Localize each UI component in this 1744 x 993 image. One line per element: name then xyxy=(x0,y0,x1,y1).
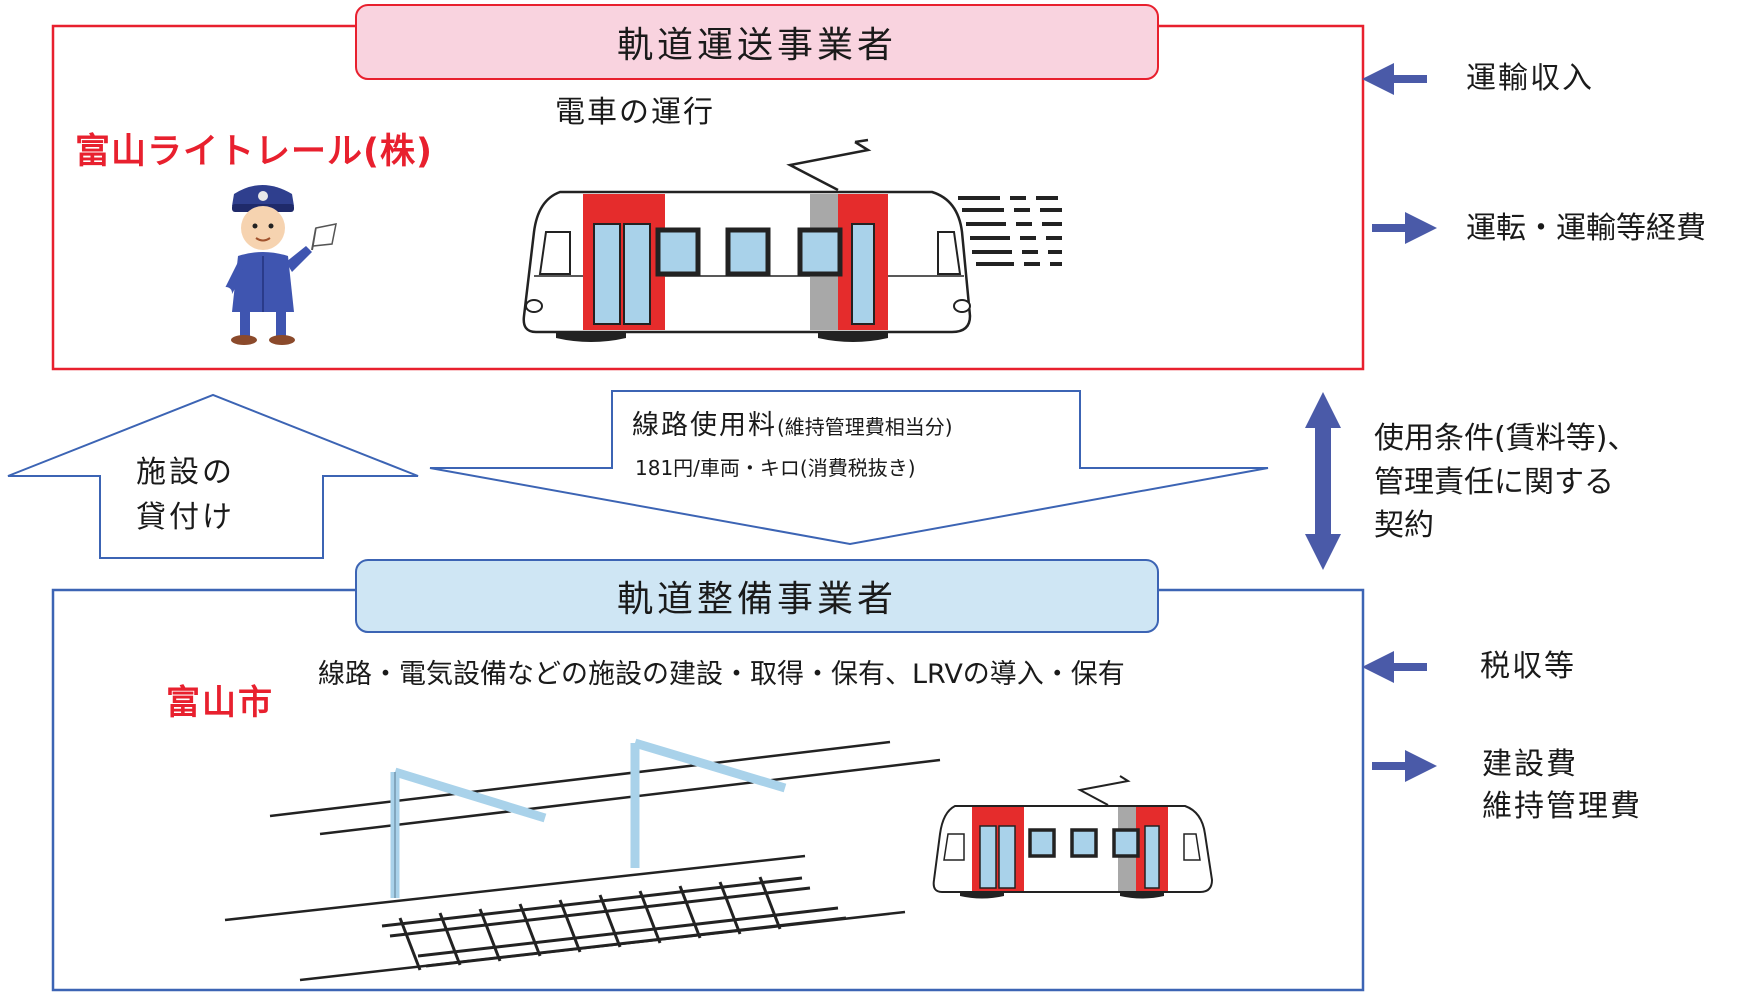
tram-small xyxy=(932,775,1214,899)
top-expense-label: 運転・運輸等経費 xyxy=(1466,211,1706,246)
fee-label: 線路使用料(維持管理費相当分) xyxy=(632,412,953,439)
bottom-section-header: 軌道整備事業者 xyxy=(616,579,897,620)
lease-label-line1: 施設の xyxy=(136,455,235,490)
top-activity-label: 電車の運行 xyxy=(555,95,715,130)
conductor-illustration xyxy=(220,185,337,345)
bottom-expense-label-1: 建設費 xyxy=(1482,747,1578,782)
bottom-header-box xyxy=(355,559,1159,633)
top-header-box xyxy=(355,4,1159,80)
contract-double-arrow xyxy=(1305,392,1341,570)
fee-down-arrow xyxy=(429,390,1269,546)
top-company-name: 富山ライトレール(株) xyxy=(75,132,433,172)
bottom-activity-label: 線路・電気設備などの施設の建設・取得・保有、LRVの導入・保有 xyxy=(318,659,1125,690)
contract-line2: 管理責任に関する xyxy=(1374,465,1614,500)
contract-line1: 使用条件(賃料等)、 xyxy=(1374,421,1638,456)
track-illustration xyxy=(224,738,941,982)
fee-label-main: 線路使用料 xyxy=(632,410,777,441)
bottom-income-label: 税収等 xyxy=(1480,649,1576,684)
bottom-company-name: 富山市 xyxy=(166,683,274,723)
fee-label-note: (維持管理費相当分) xyxy=(777,415,953,439)
fee-rate: 181円/車両・キロ(消費税抜き) xyxy=(635,456,916,480)
top-section-header: 軌道運送事業者 xyxy=(616,25,897,66)
lease-up-arrow xyxy=(7,393,419,559)
bottom-section-frame xyxy=(51,588,1365,992)
bottom-expense-label-2: 維持管理費 xyxy=(1482,789,1642,824)
tram-large xyxy=(522,138,1062,342)
top-income-label: 運輸収入 xyxy=(1466,61,1594,96)
lease-label-line2: 貸付け xyxy=(136,500,235,535)
contract-line3: 契約 xyxy=(1374,508,1434,543)
